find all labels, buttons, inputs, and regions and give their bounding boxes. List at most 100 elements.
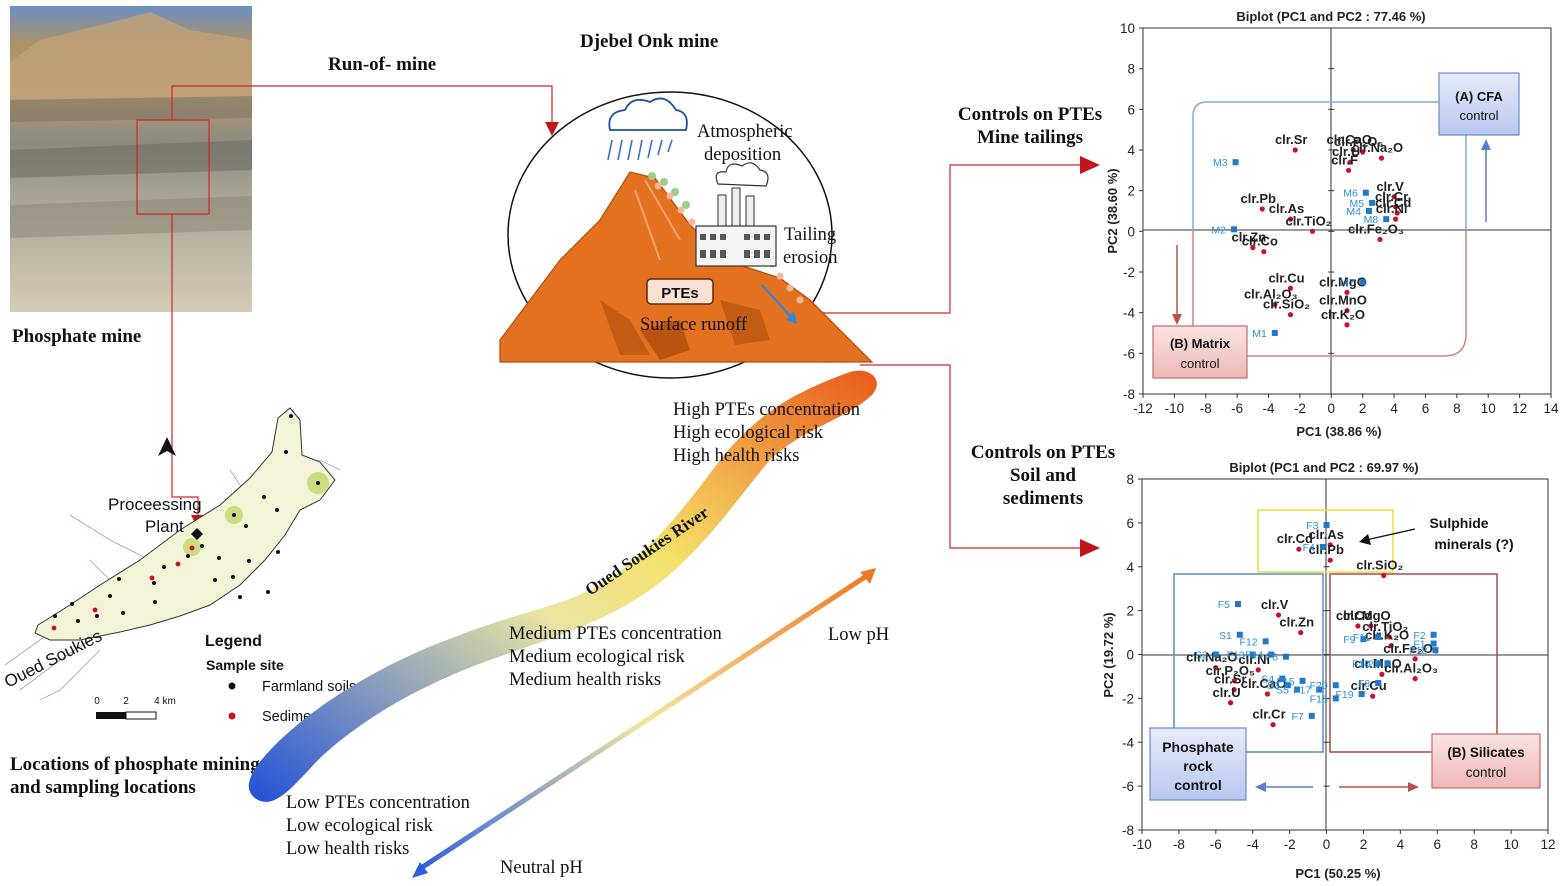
variable-label: clr.Fe₂O₃	[1348, 221, 1404, 236]
variable-point	[1309, 228, 1316, 234]
sample-label: F10	[1352, 658, 1370, 670]
variable-label: clr.MgO	[1319, 274, 1367, 289]
ptes-box-label: PTEs	[661, 285, 699, 302]
x-tick-label: -4	[1263, 401, 1275, 416]
sample-label: F11	[1353, 632, 1370, 644]
variable-point	[1298, 629, 1304, 636]
neutral-ph-label: Neutral pH	[500, 858, 583, 878]
sample-marker	[1284, 682, 1291, 689]
variable-point	[1250, 245, 1256, 251]
variable-point	[1393, 216, 1399, 222]
variable-point	[1264, 691, 1271, 697]
variable-point	[1388, 643, 1394, 649]
variable-label: clr.CaO	[1241, 676, 1287, 691]
connector-lines	[171, 85, 1080, 549]
x-tick-label: 4	[1397, 837, 1405, 852]
cfa-control-box	[1438, 72, 1520, 136]
sample-label: S4	[1261, 674, 1274, 686]
sample-marker	[1231, 226, 1238, 233]
sample-marker	[1271, 330, 1278, 336]
sample-marker	[1369, 199, 1376, 206]
sample-label: F5	[1218, 599, 1230, 611]
variable-point	[1327, 542, 1333, 548]
y-tick-label: 10	[1120, 21, 1135, 36]
variable-label: clr.P₂O₅	[1334, 134, 1383, 149]
variable-label: clr.Zn	[1279, 615, 1314, 630]
x-tick-label: -6	[1210, 837, 1222, 852]
variable-point	[1213, 665, 1219, 671]
runoff-arrow	[761, 284, 793, 319]
variable-point	[1296, 546, 1302, 552]
y-tick-label: 8	[1127, 62, 1135, 77]
plant-label: Proceessing	[108, 495, 202, 514]
y-tick-label: -4	[1122, 735, 1134, 750]
variable-point	[1344, 322, 1350, 328]
phosphate-control-label: control	[1174, 777, 1221, 793]
legend-farmland: Farmland soils	[262, 679, 356, 695]
phosphate-control-box	[1149, 727, 1247, 801]
high-risk-text: High health risks	[673, 446, 799, 466]
ptes-box	[646, 278, 714, 305]
x-tick-label: -8	[1173, 837, 1185, 852]
silicates-control-label: (B) Silicates	[1447, 745, 1524, 760]
variable-label: clr.TiO₂	[1362, 619, 1408, 634]
sample-marker	[1362, 189, 1369, 196]
variable-point	[1327, 557, 1333, 563]
variable-label: clr.U	[1332, 144, 1360, 159]
y-tick-label: -8	[1123, 387, 1135, 402]
sample-label: F14	[1245, 650, 1263, 662]
y-tick-label: 6	[1126, 516, 1134, 531]
sulphide-annotation: Sulphide	[1429, 515, 1488, 531]
sample-label: F6	[1266, 652, 1278, 664]
variable-point	[1370, 693, 1376, 699]
matrix-control-label: (B) Matrix	[1170, 336, 1231, 351]
scale-tick: 4 km	[154, 696, 176, 707]
matrix-control-label: control	[1180, 356, 1219, 371]
sample-label: F20	[1310, 680, 1328, 692]
sample-marker	[1316, 686, 1323, 693]
sample-marker	[1323, 522, 1330, 529]
variable-label: clr.Zn	[1232, 230, 1267, 245]
sample-marker	[1268, 651, 1275, 658]
variable-label: clr.SiO₂	[1356, 558, 1403, 573]
variable-label: clr.Cr	[1375, 189, 1408, 204]
tailing-label: Tailing	[784, 225, 836, 245]
x-tick-label: -12	[1133, 401, 1153, 416]
mine-title: Djebel Onk mine	[580, 31, 718, 52]
sample-marker	[1232, 159, 1239, 166]
sample-label: M5	[1350, 198, 1365, 210]
sample-marker	[1375, 680, 1382, 687]
plot1-ylabel: PC2 (38.60 %)	[1105, 168, 1120, 253]
y-tick-label: 0	[1127, 224, 1135, 239]
y-tick-label: 8	[1126, 472, 1134, 487]
y-tick-label: 2	[1126, 604, 1134, 619]
variable-label: clr.MgO	[1343, 608, 1391, 623]
y-tick-label: 4	[1127, 143, 1135, 158]
sample-marker	[1383, 216, 1390, 223]
variable-label: clr.As	[1269, 201, 1304, 216]
variable-label: clr.Al₂O₃	[1384, 661, 1438, 676]
variable-label: clr.Pb	[1241, 191, 1276, 206]
variable-point	[1378, 155, 1385, 161]
variable-label: clr.SiO₂	[1263, 297, 1310, 312]
sample-label: F16	[1310, 693, 1328, 705]
sample-label: F2	[1413, 630, 1425, 642]
sample-label: F3	[1306, 520, 1318, 532]
run-of-mine-label: Run-of- mine	[328, 54, 436, 75]
variable-label: clr.Fe₂O₃	[1383, 641, 1439, 656]
sampling-map	[4, 407, 341, 720]
x-tick-label: 8	[1453, 401, 1461, 416]
medium-risk-text: Medium health risks	[509, 670, 661, 690]
sample-label: F17	[1293, 685, 1311, 697]
atmospheric-label: Atmospheric	[697, 122, 793, 142]
low-risk-text: Low ecological risk	[286, 816, 434, 836]
variable-point	[1231, 678, 1237, 684]
biplot-mine-tailings	[1142, 27, 1552, 395]
legend-sample-site: Sample site	[206, 657, 284, 673]
x-tick-label: 12	[1540, 837, 1555, 852]
y-tick-label: 0	[1126, 648, 1134, 663]
arrow-head	[545, 122, 559, 136]
sample-marker	[1430, 631, 1437, 638]
factory-icon	[695, 162, 777, 267]
